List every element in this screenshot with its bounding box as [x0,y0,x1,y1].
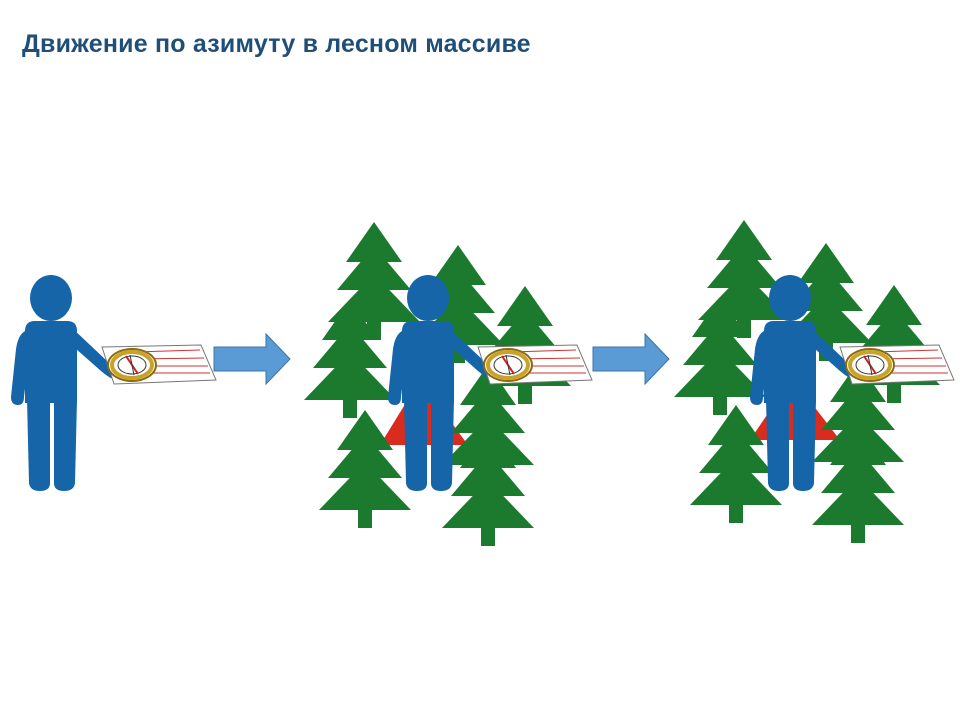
right-arrow-icon [592,333,670,385]
scene-2 [304,222,594,546]
scene-1 [11,275,218,491]
person-icon [11,275,121,491]
compass-icon [476,343,594,386]
compass-icon [838,343,956,386]
fir-tree-icon [442,428,534,546]
fir-tree-icon [812,425,904,543]
compass-icon [100,343,218,386]
slide-title: Движение по азимуту в лесном массиве [22,30,531,58]
scene-3 [674,220,956,543]
right-arrow-icon [213,333,291,385]
